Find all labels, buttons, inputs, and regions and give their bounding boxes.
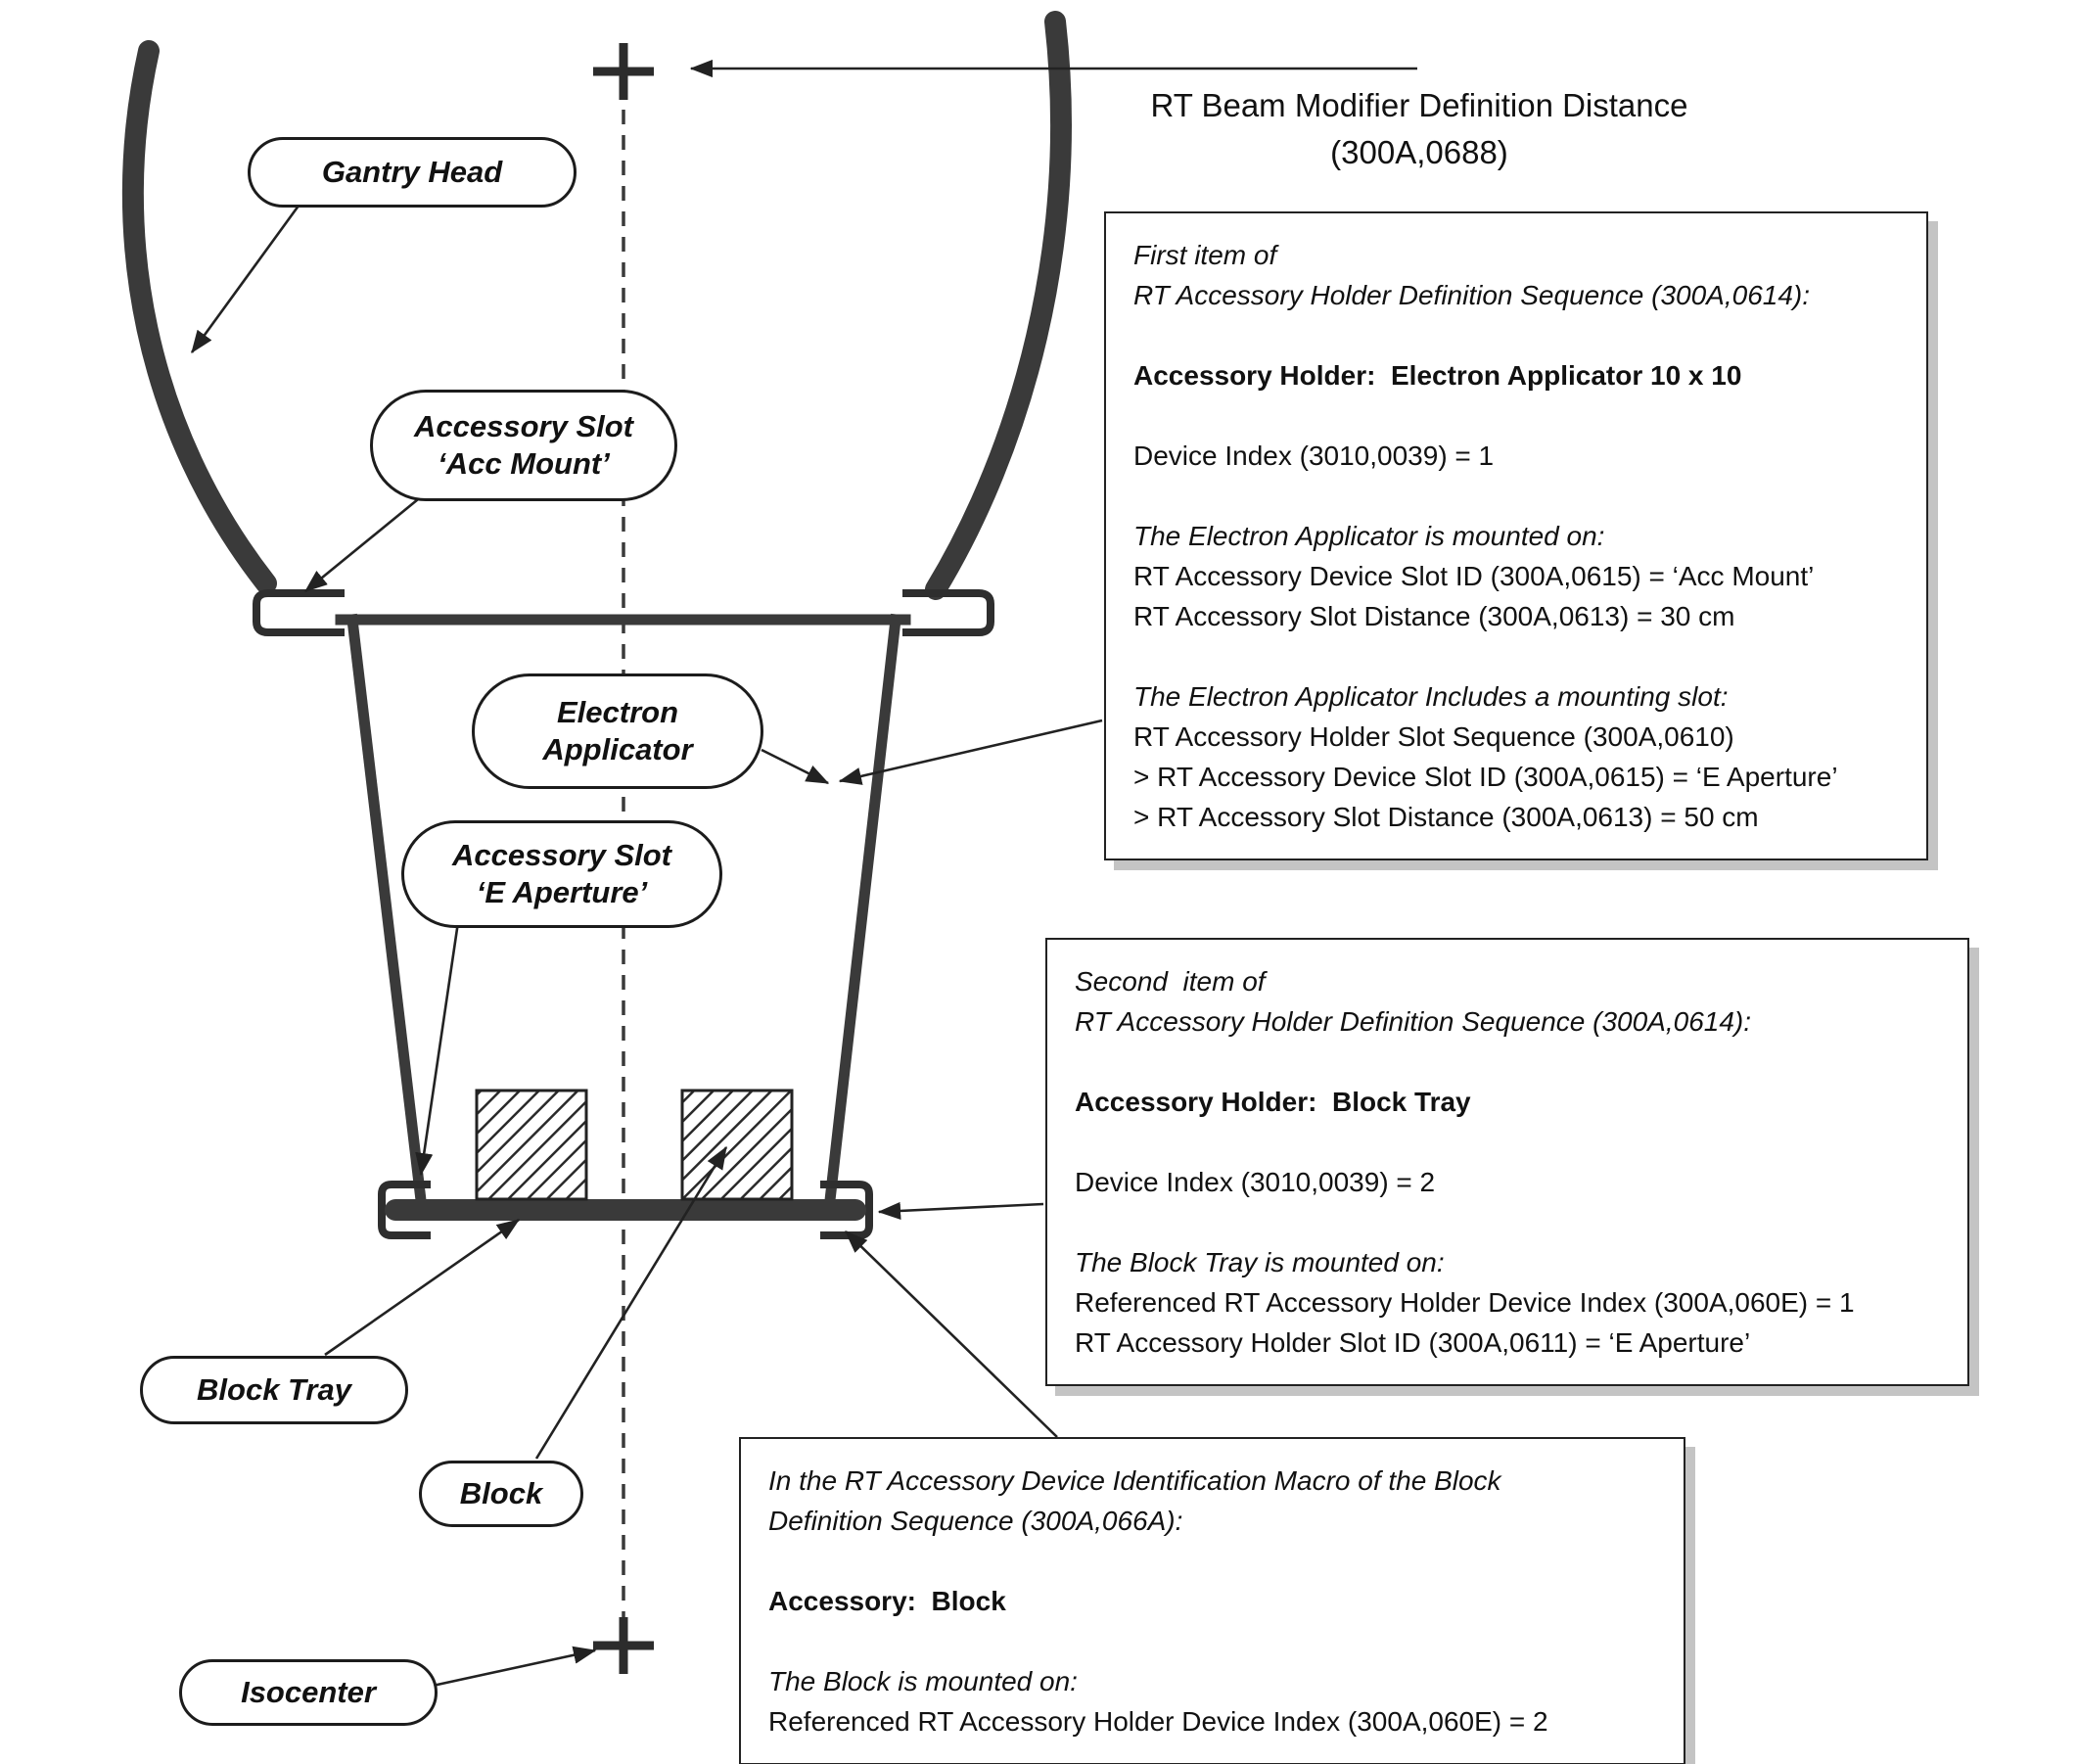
infobox-line: Device Index (3010,0039) = 1 xyxy=(1133,441,1495,471)
infobox-line: Referenced RT Accessory Holder Device In… xyxy=(1075,1287,1855,1318)
label-e-aperture-line1: Accessory Slot xyxy=(452,838,671,873)
leader-arrows xyxy=(190,59,1417,1688)
infobox-line: Accessory: Block xyxy=(768,1586,1006,1616)
infobox-line xyxy=(768,1541,1656,1581)
infobox-line xyxy=(1133,315,1899,355)
label-block: Block xyxy=(419,1461,583,1527)
infobox-line: RT Accessory Holder Slot ID (300A,0611) … xyxy=(1075,1327,1751,1358)
label-gantry-head-text: Gantry Head xyxy=(321,155,503,190)
label-electron-applicator-line1: Electron xyxy=(556,695,679,730)
infobox-block-definition: In the RT Accessory Device Identificatio… xyxy=(739,1437,1685,1764)
acc-mount-slot-left-bracket xyxy=(253,589,345,636)
arrow-gantry-head xyxy=(190,201,303,354)
infobox-line xyxy=(1133,395,1899,436)
gantry-head-right-arm xyxy=(925,11,1072,600)
arrow-block-tray xyxy=(324,1218,521,1357)
beam-modifier-distance-line1: RT Beam Modifier Definition Distance xyxy=(1150,87,1688,123)
label-isocenter-text: Isocenter xyxy=(241,1675,376,1710)
block-right-shape xyxy=(680,1089,794,1201)
infobox-line: Accessory Holder: Electron Applicator 10… xyxy=(1133,360,1742,391)
label-gantry-head: Gantry Head xyxy=(248,137,577,208)
arrow-acc-mount xyxy=(303,493,424,593)
label-acc-mount-line1: Accessory Slot xyxy=(414,409,633,444)
beam-modifier-distance-annotation: RT Beam Modifier Definition Distance (30… xyxy=(1126,82,1713,176)
infobox-line: The Electron Applicator is mounted on: xyxy=(1133,521,1605,551)
arrow-e-aperture xyxy=(415,921,460,1177)
label-block-text: Block xyxy=(459,1476,543,1511)
infobox-accessory-holder-second-item: Second item of RT Accessory Holder Defin… xyxy=(1045,938,1969,1386)
label-electron-applicator-line2: Applicator xyxy=(542,732,693,766)
infobox-line xyxy=(1075,1042,1940,1082)
beam-modifier-plane-crosshair xyxy=(593,43,654,100)
beam-modifier-distance-line2: (300A,0688) xyxy=(1330,134,1508,170)
infobox-line: RT Accessory Slot Distance (300A,0613) =… xyxy=(1133,601,1735,631)
infobox-line: RT Accessory Holder Definition Sequence … xyxy=(1133,280,1811,310)
infobox-line xyxy=(1075,1202,1940,1242)
infobox-line: RT Accessory Device Slot ID (300A,0615) … xyxy=(1133,561,1815,591)
infobox-line: The Electron Applicator Includes a mount… xyxy=(1133,681,1729,712)
infobox-line: The Block is mounted on: xyxy=(768,1666,1078,1696)
arrow-electron-applicator xyxy=(761,748,830,785)
gantry-head-left-arm xyxy=(121,40,277,594)
electron-applicator-outline xyxy=(335,613,911,1207)
label-isocenter: Isocenter xyxy=(179,1659,438,1726)
infobox-line: Second item of xyxy=(1075,966,1266,997)
acc-mount-slot-right-bracket xyxy=(902,589,994,636)
infobox-accessory-holder-first-item: First item of RT Accessory Holder Defini… xyxy=(1104,211,1928,860)
isocenter-crosshair xyxy=(593,1617,654,1674)
label-block-tray-text: Block Tray xyxy=(197,1372,351,1408)
infobox-line: > RT Accessory Device Slot ID (300A,0615… xyxy=(1133,762,1838,792)
label-acc-mount-line2: ‘Acc Mount’ xyxy=(438,446,610,481)
label-electron-applicator: Electron Applicator xyxy=(472,673,763,789)
infobox-line xyxy=(1075,1122,1940,1162)
label-block-tray: Block Tray xyxy=(140,1356,408,1424)
infobox-line: > RT Accessory Slot Distance (300A,0613)… xyxy=(1133,802,1759,832)
block-left-shape xyxy=(475,1089,588,1201)
arrow-isocenter xyxy=(432,1646,597,1688)
label-e-aperture-line2: ‘E Aperture’ xyxy=(476,875,648,909)
infobox-line xyxy=(768,1621,1656,1661)
infobox-line: RT Accessory Holder Slot Sequence (300A,… xyxy=(1133,721,1734,752)
infobox-line: The Block Tray is mounted on: xyxy=(1075,1247,1445,1277)
infobox-line: First item of xyxy=(1133,240,1277,270)
infobox-line xyxy=(1133,476,1899,516)
infobox-line: Device Index (3010,0039) = 2 xyxy=(1075,1167,1436,1197)
arrow-box-second-to-tray xyxy=(877,1201,1044,1221)
label-accessory-slot-e-aperture: Accessory Slot ‘E Aperture’ xyxy=(401,820,722,928)
infobox-line xyxy=(1133,636,1899,676)
infobox-line: RT Accessory Holder Definition Sequence … xyxy=(1075,1006,1752,1037)
infobox-line: Definition Sequence (300A,066A): xyxy=(768,1506,1183,1536)
infobox-line: In the RT Accessory Device Identificatio… xyxy=(768,1465,1501,1496)
arrow-box-third-to-tray xyxy=(845,1230,1058,1438)
infobox-line: Referenced RT Accessory Holder Device In… xyxy=(768,1706,1548,1737)
arrow-box-first-to-applicator xyxy=(838,719,1103,785)
label-accessory-slot-acc-mount: Accessory Slot ‘Acc Mount’ xyxy=(370,390,677,501)
e-aperture-slot-left-bracket xyxy=(378,1181,431,1239)
infobox-line: Accessory Holder: Block Tray xyxy=(1075,1087,1471,1117)
arrow-block xyxy=(534,1145,728,1460)
